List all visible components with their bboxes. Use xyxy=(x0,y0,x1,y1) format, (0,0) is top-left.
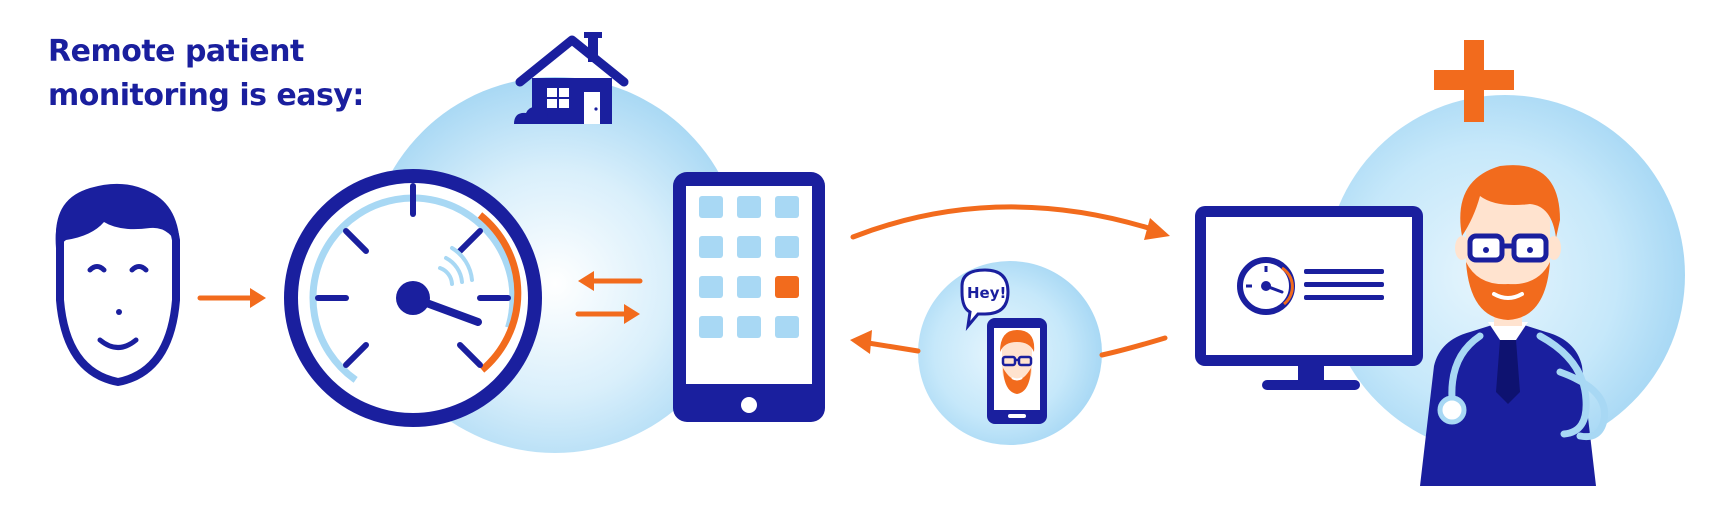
house-icon xyxy=(514,32,629,124)
desktop-monitor-icon xyxy=(1195,206,1423,390)
stethoscope-icon xyxy=(1437,332,1609,441)
arrow-patient-to-gauge xyxy=(197,288,266,308)
doctor-icon xyxy=(1420,165,1596,486)
arrow-tablet-to-monitor xyxy=(850,204,1170,240)
page-title: Remote patient monitoring is easy: xyxy=(48,30,368,118)
patient-face-icon xyxy=(55,183,180,386)
smartphone-video-call-icon xyxy=(987,318,1047,424)
speech-bubble-text: Hey! xyxy=(967,284,1006,302)
medical-cross-icon xyxy=(1434,40,1514,122)
blood-pressure-gauge-icon xyxy=(284,169,542,427)
title-line-1: Remote patient xyxy=(48,34,304,69)
sync-arrows xyxy=(575,271,643,324)
title-line-2: monitoring is easy: xyxy=(48,78,364,113)
arrow-monitor-to-tablet xyxy=(850,330,1168,358)
tablet-icon xyxy=(673,172,825,422)
speech-bubble-icon: Hey! xyxy=(960,268,1010,332)
